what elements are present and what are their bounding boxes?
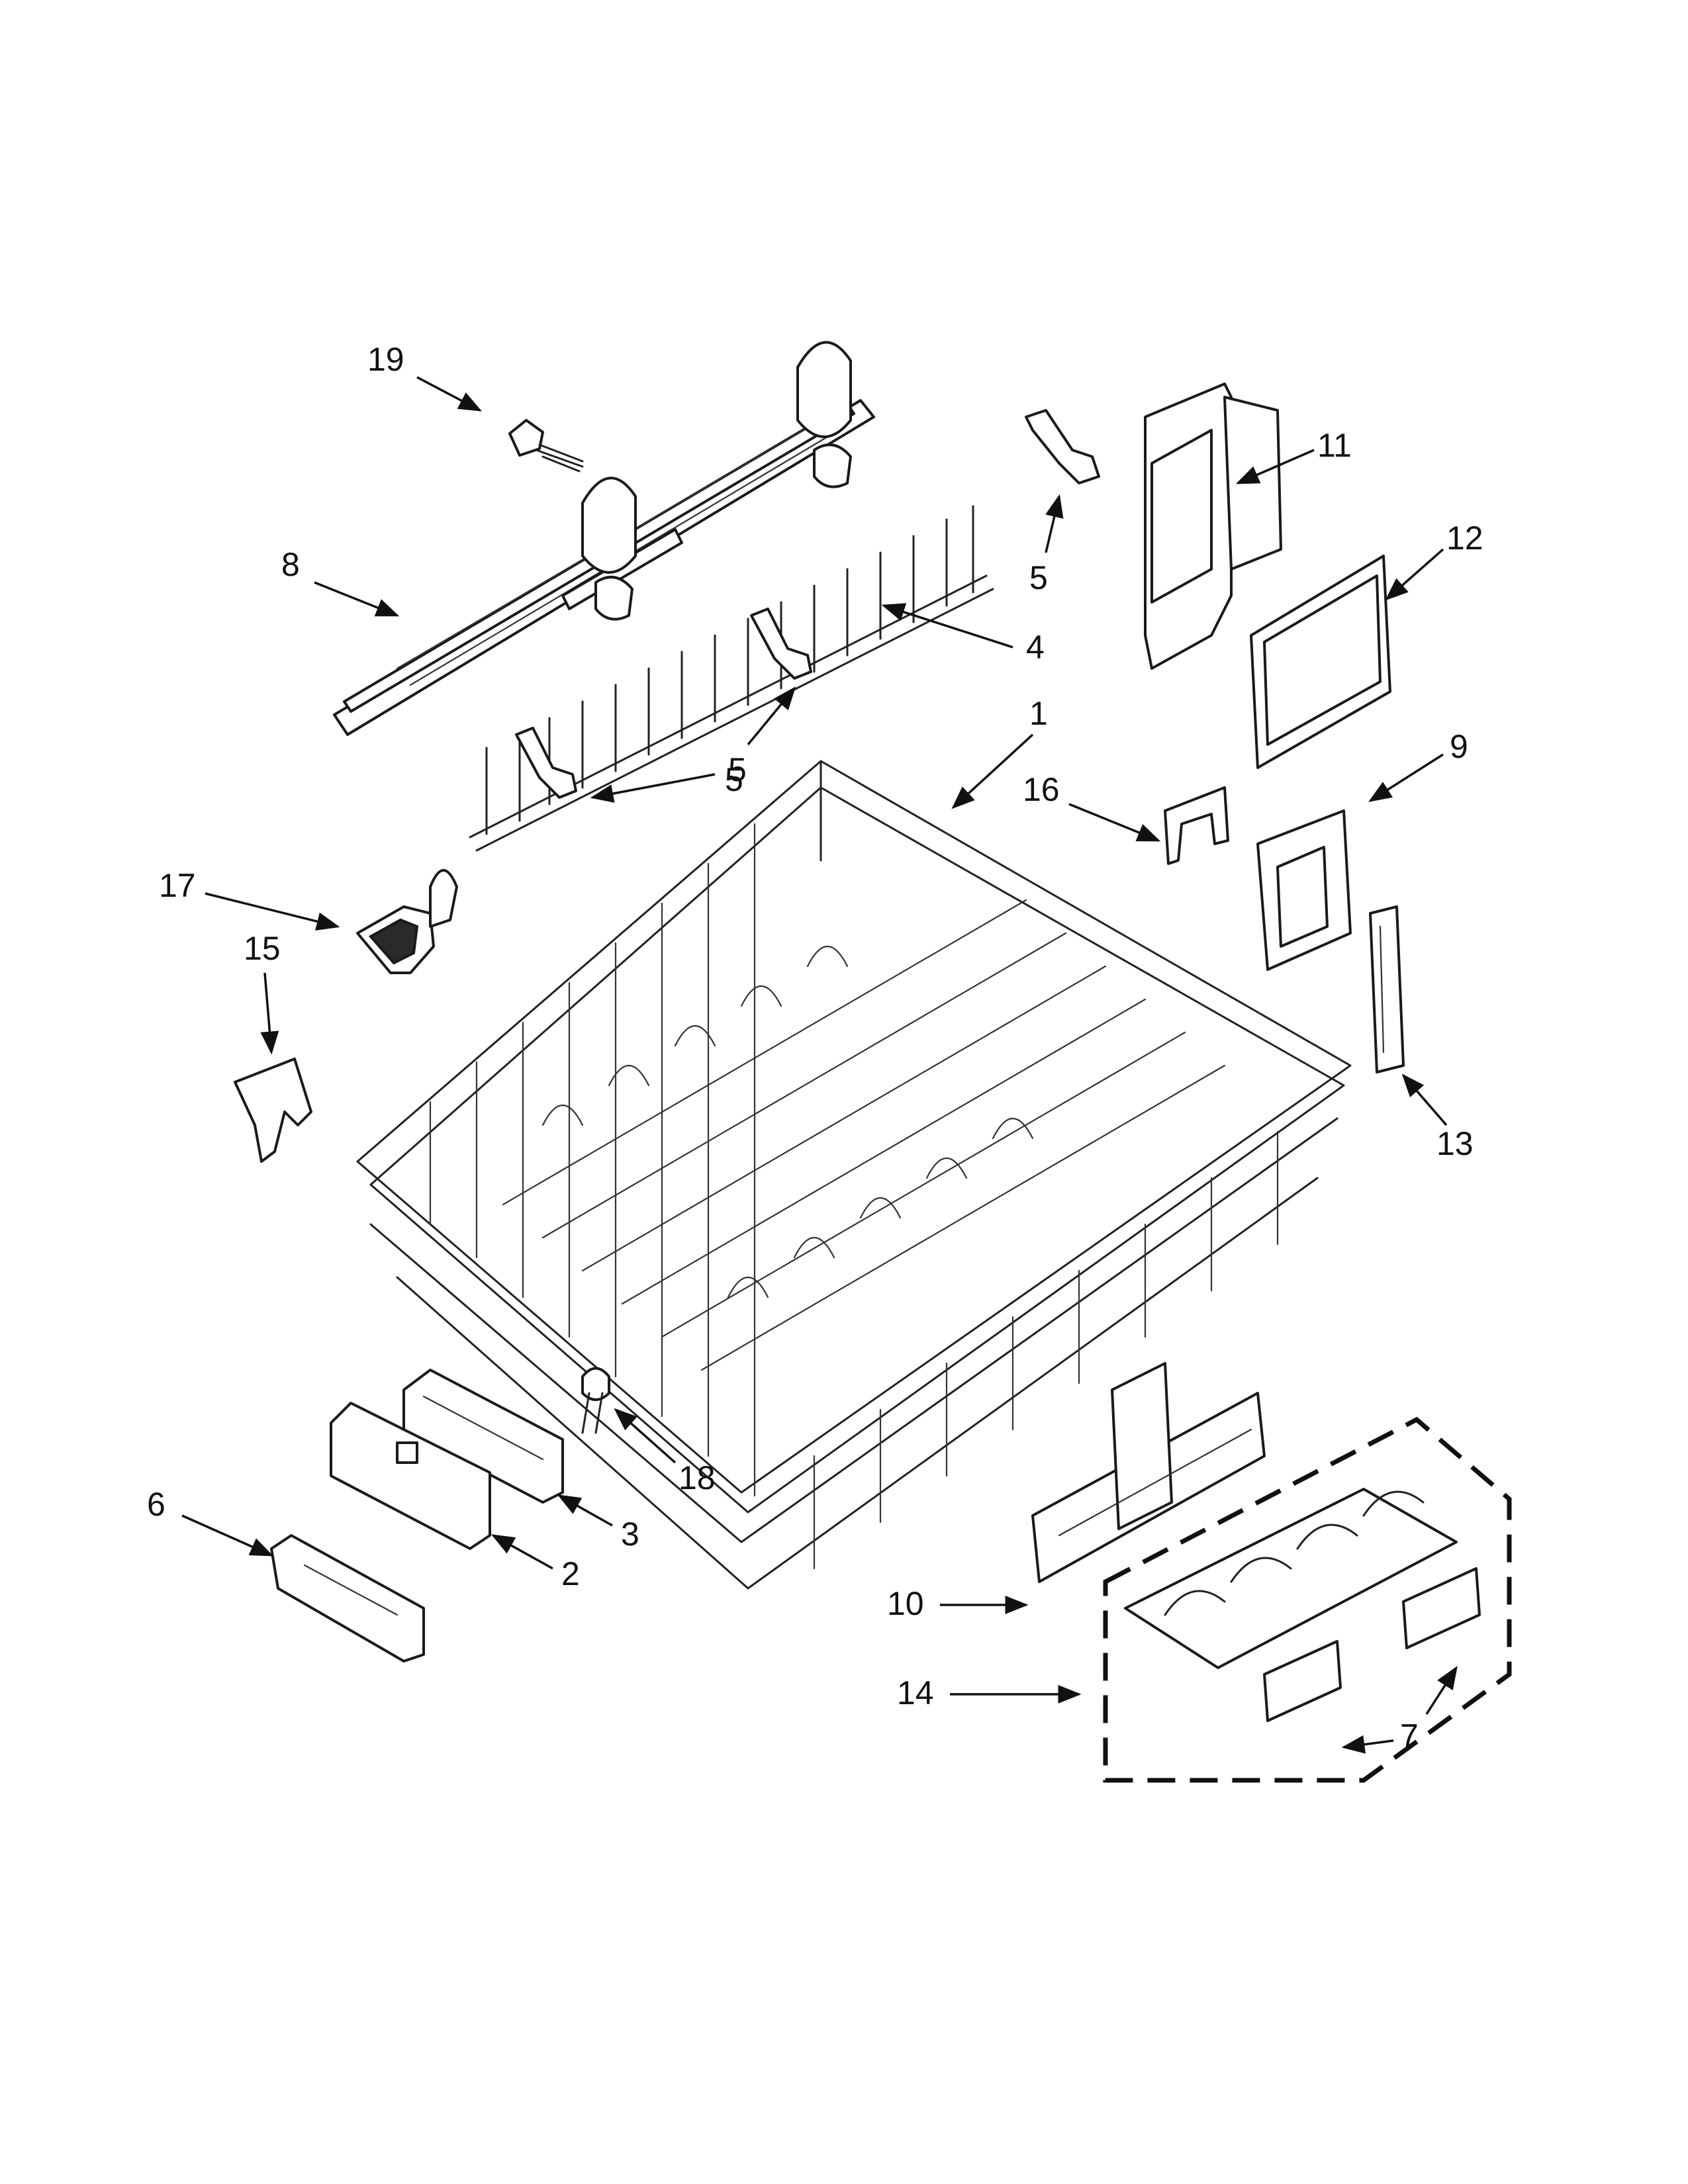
part-13-latch [1369, 905, 1405, 1073]
callout-5c: 5 [590, 761, 743, 803]
callout-label-15: 15 [244, 930, 281, 967]
callout-9: 9 [1368, 728, 1468, 802]
callout-14: 14 [897, 1674, 1082, 1711]
part-8-rack-rail [333, 341, 875, 736]
rail-roller-front [581, 477, 637, 621]
callout-label-5c: 5 [725, 761, 743, 798]
part-5-clip-a [1025, 409, 1100, 484]
callout-13: 13 [1401, 1073, 1474, 1162]
callout-label-13: 13 [1436, 1125, 1474, 1162]
callout-5a: 5 [1029, 494, 1064, 596]
part-14-cup-shelf-kit [1103, 1416, 1512, 1783]
rail-roller-rear [796, 341, 852, 488]
callout-5b: 5 [728, 686, 796, 788]
part-2-handle-front [330, 1402, 491, 1550]
callout-label-8: 8 [281, 546, 300, 583]
callout-6: 6 [147, 1486, 274, 1557]
part-19-screw [508, 419, 584, 473]
callout-10: 10 [887, 1585, 1029, 1622]
callout-label-1: 1 [1029, 695, 1048, 732]
part-5-clip-c [515, 727, 577, 799]
part-18-screw [581, 1367, 610, 1434]
callout-label-11: 11 [1317, 427, 1352, 464]
part-10-divider [1031, 1362, 1266, 1583]
callout-label-5a: 5 [1029, 559, 1048, 596]
part-5-clip-b [750, 608, 812, 680]
part-11-bracket [1144, 383, 1282, 670]
part-9-bracket [1256, 809, 1352, 971]
callout-15: 15 [244, 930, 281, 1055]
part-12-panel [1250, 555, 1391, 769]
part-6-clip [270, 1534, 425, 1662]
callout-12: 12 [1385, 520, 1483, 601]
part-4-tine-row [469, 505, 994, 852]
callout-1: 1 [951, 695, 1048, 809]
callout-label-6: 6 [147, 1486, 165, 1523]
part-15-clip [234, 1058, 312, 1163]
part-1-upper-rack [356, 760, 1352, 1590]
callout-label-10: 10 [887, 1585, 924, 1622]
callout-8: 8 [281, 546, 400, 617]
callout-label-9: 9 [1450, 728, 1468, 765]
callout-19: 19 [367, 341, 483, 412]
callout-7: 7 [1341, 1666, 1458, 1754]
callout-16: 16 [1023, 771, 1161, 842]
callout-4: 4 [881, 603, 1045, 666]
part-16-clip [1164, 786, 1229, 865]
callout-label-12: 12 [1446, 520, 1483, 557]
callout-2: 2 [491, 1534, 580, 1592]
callout-label-2: 2 [561, 1555, 580, 1592]
callout-18: 18 [614, 1408, 716, 1496]
callout-label-16: 16 [1023, 771, 1060, 808]
callout-label-7: 7 [1400, 1717, 1419, 1754]
callout-label-14: 14 [897, 1674, 934, 1711]
callout-11: 11 [1235, 427, 1352, 484]
part-17-adjuster [356, 869, 458, 974]
callout-label-19: 19 [367, 341, 404, 378]
callout-label-17: 17 [159, 867, 196, 904]
callout-label-5b: 5 [728, 751, 747, 788]
callout-label-3: 3 [621, 1516, 639, 1553]
callout-label-18: 18 [679, 1459, 716, 1496]
callout-3: 3 [557, 1494, 639, 1553]
callout-label-4: 4 [1026, 629, 1045, 666]
callout-17: 17 [159, 867, 340, 931]
